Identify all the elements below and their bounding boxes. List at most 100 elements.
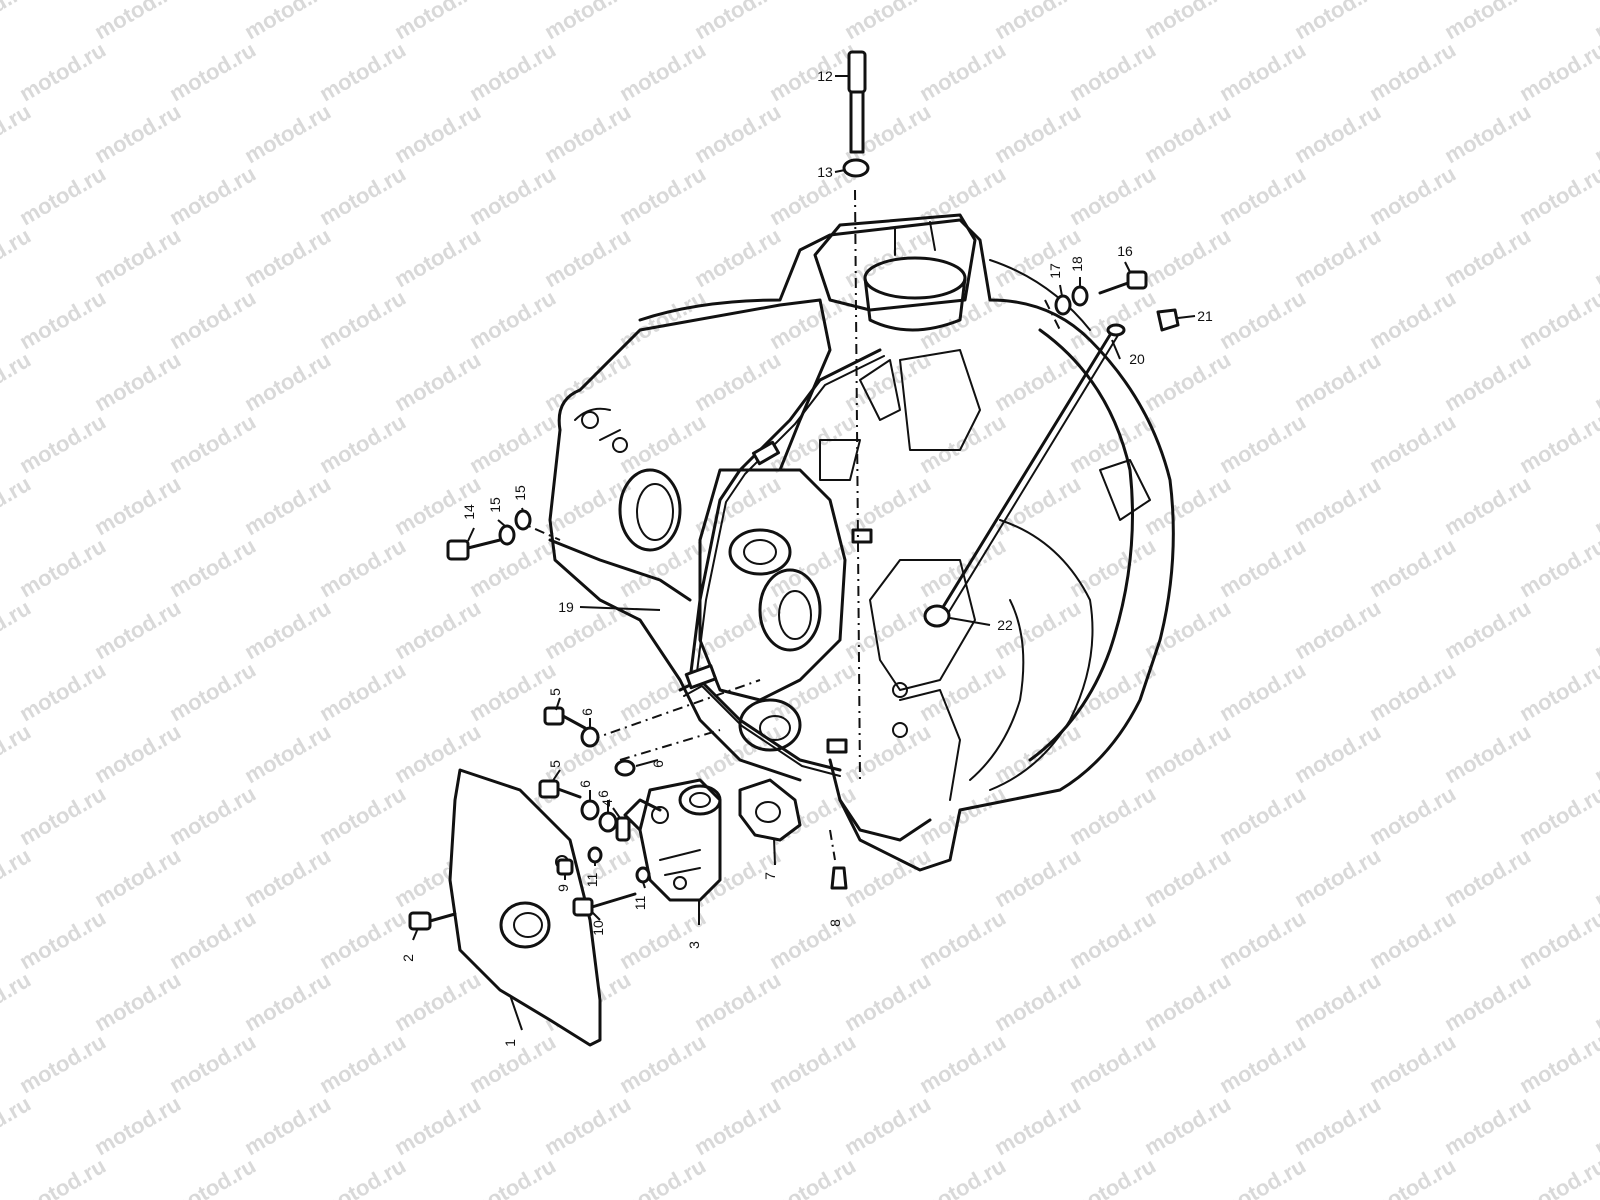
watermark-text: motod.ru xyxy=(1065,781,1160,850)
watermark-text: motod.ru xyxy=(15,781,110,850)
watermark-text: motod.ru xyxy=(0,595,35,664)
callout-6c: 6 xyxy=(577,780,593,788)
watermark-text: motod.ru xyxy=(1590,595,1600,664)
watermark-text: motod.ru xyxy=(1065,1153,1160,1200)
callout-12: 12 xyxy=(817,68,833,84)
watermark-text: motod.ru xyxy=(15,37,110,106)
watermark-text: motod.ru xyxy=(1065,37,1160,106)
watermark-text: motod.ru xyxy=(90,595,185,664)
watermark-text: motod.ru xyxy=(615,1029,710,1098)
watermark-text: motod.ru xyxy=(1065,161,1160,230)
washer-part-15b xyxy=(514,509,532,531)
bolt-part-10 xyxy=(572,892,637,917)
stud-part-12 xyxy=(847,50,867,154)
watermark-text: motod.ru xyxy=(315,657,410,726)
watermark-text: motod.ru xyxy=(1215,657,1310,726)
watermark-text: motod.ru xyxy=(1365,657,1460,726)
axis-line-17 xyxy=(1044,299,1061,331)
watermark-text: motod.ru xyxy=(1440,223,1535,292)
watermark-text: motod.ru xyxy=(1440,471,1535,540)
watermark-text: motod.ru xyxy=(1440,1091,1535,1160)
watermark-text: motod.ru xyxy=(1515,657,1600,726)
watermark-text: motod.ru xyxy=(465,161,560,230)
watermark-text: motod.ru xyxy=(0,1091,35,1160)
watermark-text: motod.ru xyxy=(1365,1029,1460,1098)
watermark-text: motod.ru xyxy=(1290,99,1385,168)
callout-6a: 6 xyxy=(579,708,595,716)
washer-part-6c xyxy=(580,799,600,821)
watermark-text: motod.ru xyxy=(1140,1091,1235,1160)
watermark-text: motod.ru xyxy=(540,1091,635,1160)
bolt-part-14 xyxy=(446,538,502,561)
watermark-text: motod.ru xyxy=(465,533,560,602)
watermark-text: motod.ru xyxy=(1365,1153,1460,1200)
callout-1: 1 xyxy=(502,1039,518,1047)
watermark-text: motod.ru xyxy=(15,905,110,974)
watermark-text: motod.ru xyxy=(1215,285,1310,354)
watermark-text: motod.ru xyxy=(90,223,185,292)
watermark-text: motod.ru xyxy=(315,905,410,974)
watermark-text: motod.ru xyxy=(1440,967,1535,1036)
watermark-text: motod.ru xyxy=(1140,223,1235,292)
watermark-text: motod.ru xyxy=(765,285,860,354)
watermark-text: motod.ru xyxy=(240,595,335,664)
watermark-text: motod.ru xyxy=(315,1153,410,1200)
watermark-text: motod.ru xyxy=(615,1153,710,1200)
watermark-text: motod.ru xyxy=(1290,719,1385,788)
callout-11b: 11 xyxy=(632,896,648,911)
watermark-text: motod.ru xyxy=(1365,781,1460,850)
watermark-text: motod.ru xyxy=(840,0,935,44)
watermark-text: motod.ru xyxy=(1590,223,1600,292)
watermark-text: motod.ru xyxy=(1365,905,1460,974)
watermark-text: motod.ru xyxy=(1515,285,1600,354)
bolt-part-8 xyxy=(830,866,848,890)
watermark-text: motod.ru xyxy=(390,347,485,416)
watermark-text: motod.ru xyxy=(165,657,260,726)
watermark-text: motod.ru xyxy=(1515,37,1600,106)
watermark-text: motod.ru xyxy=(0,223,35,292)
watermark-text: motod.ru xyxy=(1215,37,1310,106)
washer-part-11b xyxy=(635,866,651,884)
watermark-text: motod.ru xyxy=(840,967,935,1036)
watermark-text: motod.ru xyxy=(165,409,260,478)
watermark-text: motod.ru xyxy=(1215,781,1310,850)
watermark-text: motod.ru xyxy=(1515,905,1600,974)
watermark-text: motod.ru xyxy=(615,533,710,602)
watermark-text: motod.ru xyxy=(240,967,335,1036)
callout-9: 9 xyxy=(555,884,571,892)
watermark-text: motod.ru xyxy=(0,843,35,912)
callout-labels: 1 2 3 4 5 5 6 6 6 6 7 8 9 10 11 11 12 13… xyxy=(400,68,1213,1047)
nut-part-13 xyxy=(842,158,870,178)
watermark-text: motod.ru xyxy=(390,1091,485,1160)
watermark-text: motod.ru xyxy=(390,99,485,168)
watermark-text: motod.ru xyxy=(990,1091,1085,1160)
watermark-text: motod.ru xyxy=(915,1153,1010,1200)
gearbox-housing xyxy=(548,213,1175,872)
callout-15b: 15 xyxy=(512,485,528,501)
watermark-text: motod.ru xyxy=(1215,533,1310,602)
watermark-text: motod.ru xyxy=(1515,409,1600,478)
watermark-text: motod.ru xyxy=(240,223,335,292)
watermark-text: motod.ru xyxy=(90,347,185,416)
washer-part-6a xyxy=(580,726,600,748)
watermark-text: motod.ru xyxy=(1290,471,1385,540)
watermark-text: motod.ru xyxy=(1440,719,1535,788)
watermark-text: motod.ru xyxy=(165,1153,260,1200)
callout-13: 13 xyxy=(817,164,833,180)
watermark-text: motod.ru xyxy=(1065,533,1160,602)
watermark-text: motod.ru xyxy=(1215,409,1310,478)
axis-line-8 xyxy=(829,829,836,861)
callout-19: 19 xyxy=(558,599,574,615)
watermark-text: motod.ru xyxy=(90,843,185,912)
watermark-text: motod.ru xyxy=(1215,905,1310,974)
watermark-text: motod.ru xyxy=(1440,595,1535,664)
watermark-text: motod.ru xyxy=(1365,37,1460,106)
watermark-text: motod.ru xyxy=(240,719,335,788)
watermark-text: motod.ru xyxy=(465,37,560,106)
watermark-text: motod.ru xyxy=(990,99,1085,168)
watermark-text: motod.ru xyxy=(540,223,635,292)
watermark-text: motod.ru xyxy=(1140,99,1235,168)
bolt-part-5b xyxy=(538,779,582,799)
